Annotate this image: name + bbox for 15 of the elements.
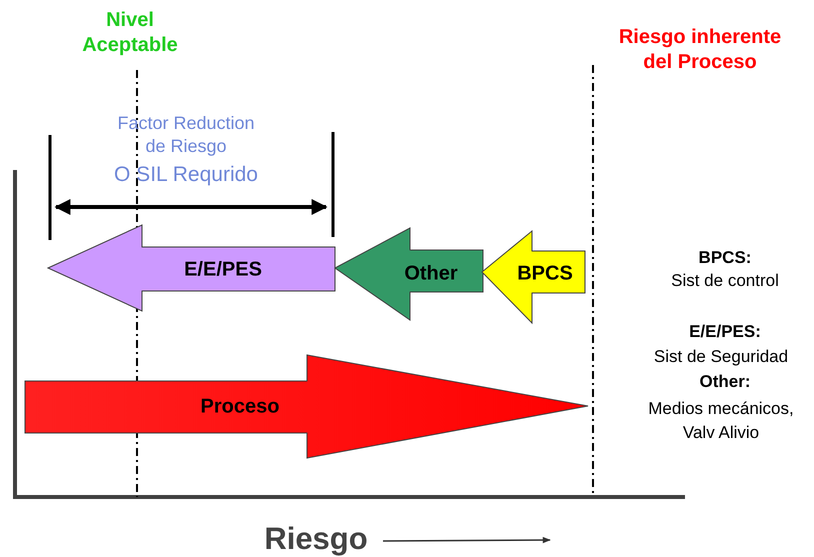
arrow-label: BPCS — [517, 262, 573, 286]
axis-title: Riesgo — [263, 520, 369, 557]
arrow-label: E/E/PES — [184, 258, 262, 282]
arrow-label: Other — [404, 262, 458, 286]
legend-description: Sist de control — [670, 270, 780, 292]
level-label: Nivel Aceptable — [81, 8, 179, 58]
legend-description: Medios mecánicos, Valv Alivio — [647, 398, 795, 444]
level-label: Riesgo inherente del Proceso — [618, 25, 782, 75]
legend-term: BPCS: — [698, 247, 752, 269]
dimension-label: O SIL Requrido — [113, 162, 259, 188]
legend-term: Other: — [698, 371, 752, 393]
arrow-label: Proceso — [200, 396, 280, 418]
dimension-label: Factor Reduction de Riesgo — [116, 112, 256, 158]
legend-term: E/E/PES: — [688, 321, 762, 343]
legend-description: Sist de Seguridad — [652, 346, 790, 368]
